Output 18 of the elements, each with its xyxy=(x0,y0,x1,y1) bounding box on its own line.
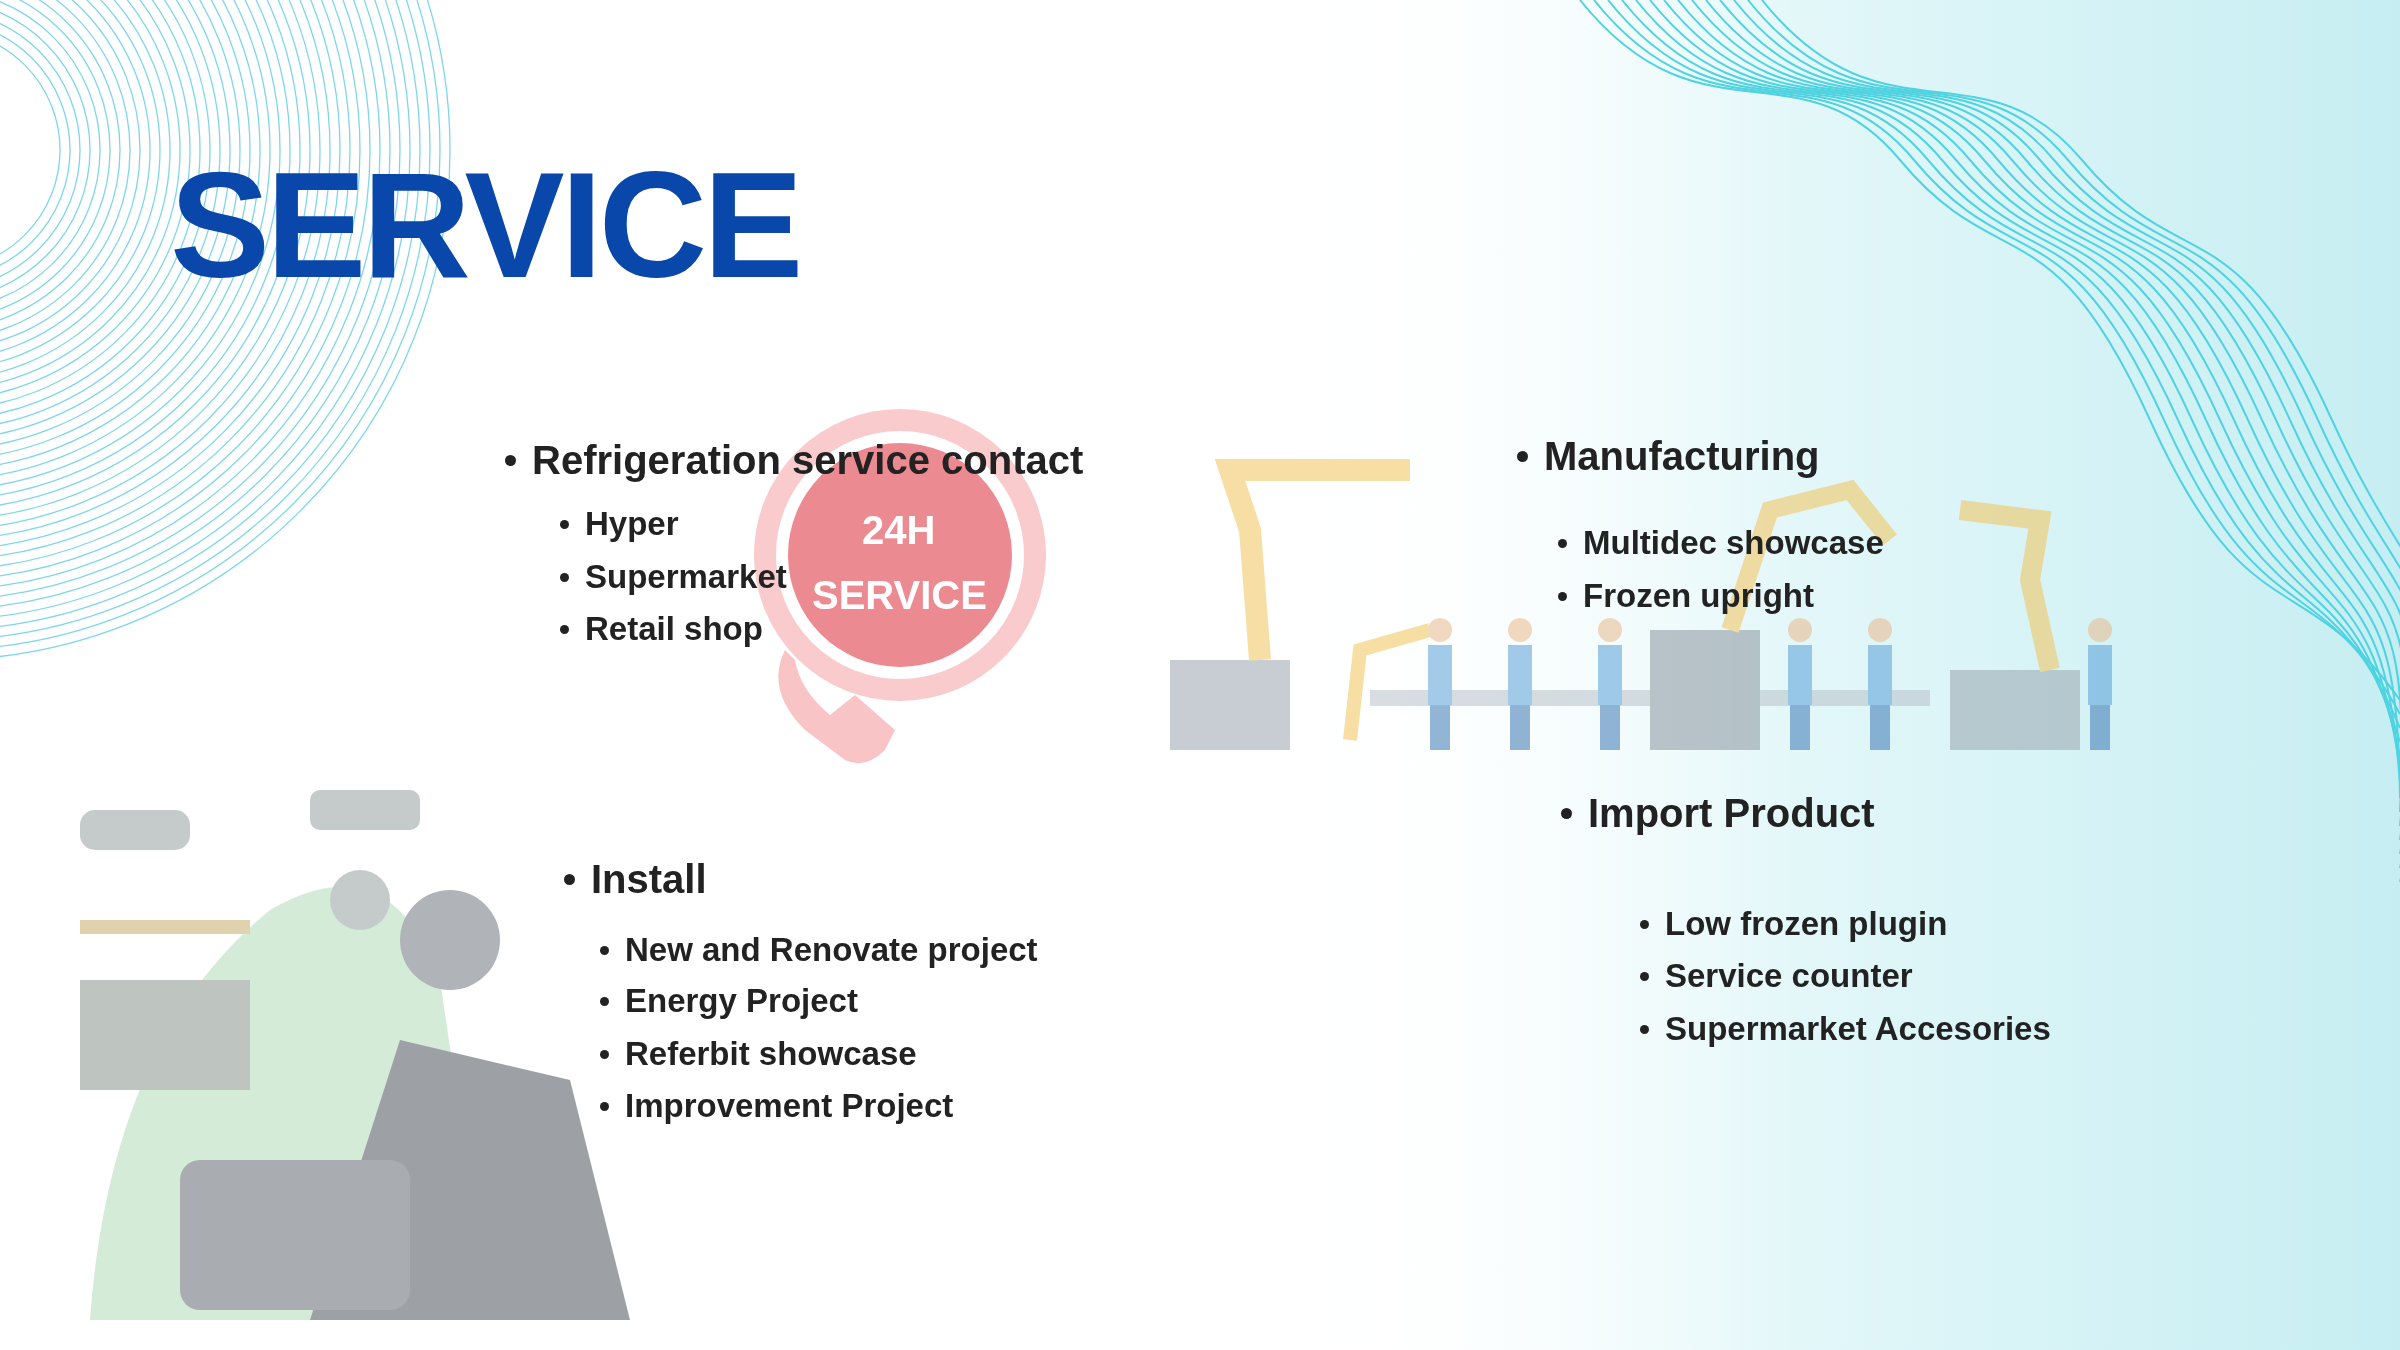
list-item: Hyper xyxy=(585,504,679,544)
list-item: Improvement Project xyxy=(625,1086,954,1126)
section-heading: Import Product xyxy=(1588,790,1875,837)
list-item: Frozen upright xyxy=(1583,576,1814,616)
list-item: Supermarket xyxy=(585,557,787,597)
list-item: Service counter xyxy=(1665,956,1913,996)
list-item: Retail shop xyxy=(585,609,763,649)
icon-text: SERVICE xyxy=(812,572,987,619)
list-item: New and Renovate project xyxy=(625,930,1038,970)
list-item: Multidec showcase xyxy=(1583,523,1884,563)
slide-title: SERVICE xyxy=(170,150,800,300)
list-item: Referbit showcase xyxy=(625,1034,917,1074)
section-heading: Manufacturing xyxy=(1544,433,1820,480)
section-heading: Install xyxy=(591,856,707,903)
list-item: Energy Project xyxy=(625,981,858,1021)
list-item: Low frozen plugin xyxy=(1665,904,1948,944)
list-item: Supermarket Accesories xyxy=(1665,1009,2051,1049)
icon-text: 24H xyxy=(862,507,936,554)
